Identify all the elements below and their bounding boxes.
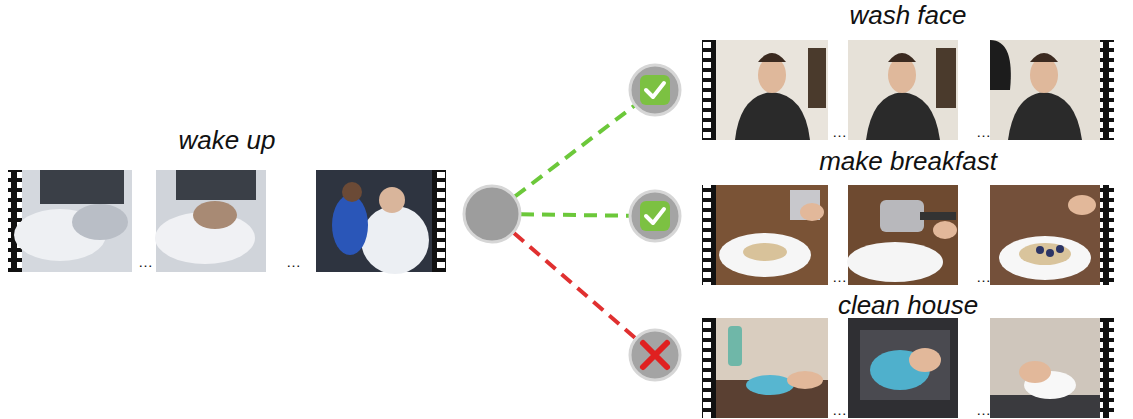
cross-mark: [643, 343, 667, 367]
ellipsis-label: …: [138, 254, 153, 270]
strip-title: clean house: [702, 290, 1114, 320]
dashed-connector: [514, 233, 635, 338]
circle-outline: [628, 63, 682, 117]
dashed-connector: [515, 106, 634, 197]
strip-title: wash face: [702, 0, 1114, 30]
circle-shape: [630, 65, 680, 115]
strip-title: wake up: [8, 125, 446, 155]
branch-circle: [462, 184, 522, 244]
dashed-connector: [521, 214, 629, 215]
ellipsis-label: …: [832, 269, 847, 285]
circle-outline: [628, 189, 682, 243]
circle-shape: [630, 330, 680, 380]
outcome-circle: [628, 189, 682, 243]
strip-title: make breakfast: [702, 146, 1114, 176]
ellipsis-label: …: [286, 254, 301, 270]
circle-shape: [630, 191, 680, 241]
film-strip: wake up: [8, 125, 446, 272]
film-strip: wash face: [702, 0, 1114, 140]
ellipsis-label: …: [976, 402, 991, 418]
check-mark: [640, 201, 670, 231]
check-mark: [640, 75, 670, 105]
outcome-circle: [628, 63, 682, 117]
film-strip: make breakfast: [702, 146, 1114, 285]
ellipsis-label: …: [976, 124, 991, 140]
film-strip: clean house: [702, 290, 1114, 418]
ellipsis-label: …: [832, 124, 847, 140]
ellipsis-label: …: [976, 269, 991, 285]
circle-outline: [462, 184, 522, 244]
ellipsis-label: …: [832, 402, 847, 418]
circle-outline: [628, 328, 682, 382]
outcome-circle: [628, 328, 682, 382]
circle-shape: [464, 186, 520, 242]
